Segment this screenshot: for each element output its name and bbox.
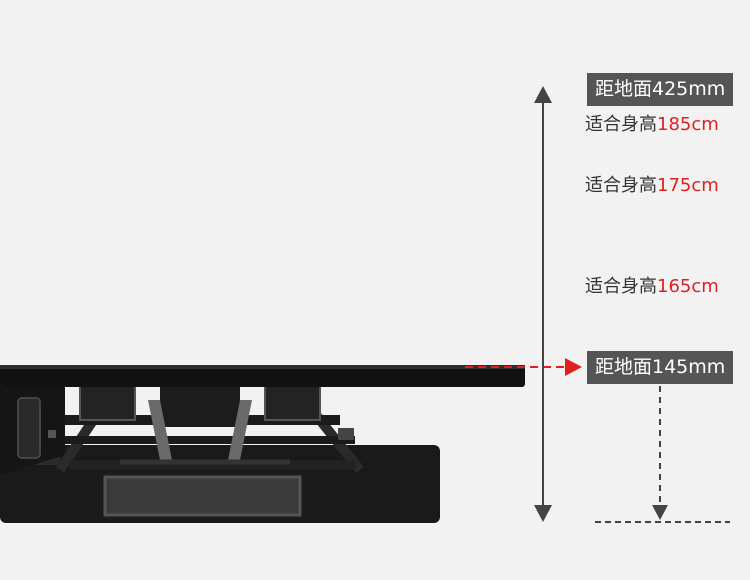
fit-value: 185cm <box>657 114 719 135</box>
fit-prefix: 适合身高 <box>585 175 657 196</box>
fit-prefix: 适合身高 <box>585 276 657 297</box>
height-range-arrow <box>534 86 552 522</box>
desktop-surface <box>0 365 525 387</box>
fit-height-165: 适合身高165cm <box>585 272 719 298</box>
scissor-lift-mechanism <box>0 384 364 475</box>
fit-value: 165cm <box>657 276 719 297</box>
fit-prefix: 适合身高 <box>585 114 657 135</box>
fit-value: 175cm <box>657 175 719 196</box>
bottom-distance-label: 距地面145mm <box>587 351 734 384</box>
fit-height-175: 适合身高175cm <box>585 171 719 197</box>
floor-distance-indicator <box>595 386 730 523</box>
red-pointer-arrow <box>465 358 582 376</box>
fit-height-185: 适合身高185cm <box>585 110 719 136</box>
top-distance-label: 距地面425mm <box>587 73 734 106</box>
